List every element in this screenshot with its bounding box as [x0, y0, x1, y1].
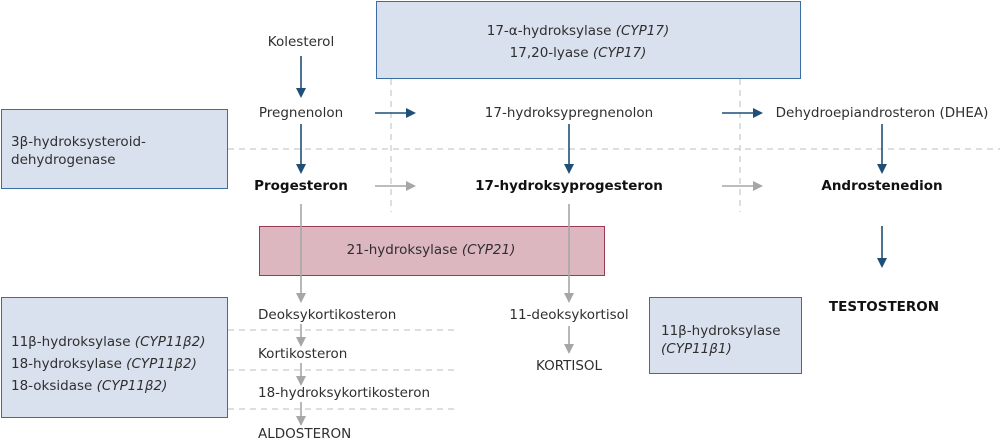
compound-androstenedion: Androstenedion — [821, 178, 943, 194]
compound-pregnenolon: Pregnenolon — [258, 105, 344, 121]
compound-17oh-pregnenolon: 17-hydroksypregnenolon — [484, 105, 654, 121]
compound-testosteron: TESTOSTERON — [828, 299, 940, 315]
cyp21-enzyme-box — [259, 226, 605, 276]
compound-kortisol: KORTISOL — [535, 358, 603, 374]
cyp17-line1: 17-α-hydroksylase (CYP17) — [486, 23, 670, 39]
cyp17-line2: 17,20-lyase (CYP17) — [509, 45, 647, 61]
cyp17-enzyme-box — [376, 1, 801, 79]
cyp11b2-enzyme-box — [1, 297, 228, 418]
compound-11-deoksykortisol: 11-deoksykortisol — [509, 307, 629, 323]
cyp11b1-enzyme-box — [649, 297, 802, 374]
cyp21-label: 21-hydroksylase (CYP21) — [346, 242, 516, 258]
hsd3b-line1: 3β-hydroksysteroid- — [11, 134, 146, 150]
compound-aldosteron: ALDOSTERON — [258, 426, 352, 442]
compound-kortikosteron: Kortikosteron — [258, 346, 348, 362]
cyp11b1-line2: (CYP11β1) — [661, 341, 732, 357]
compound-17oh-progesteron: 17-hydroksyprogesteron — [475, 178, 663, 194]
hsd3b-enzyme-box — [1, 109, 228, 189]
compound-deoksykortikosteron: Deoksykortikosteron — [258, 307, 397, 323]
compound-dhea: Dehydroepiandrosteron (DHEA) — [775, 105, 989, 121]
compound-kolesterol: Kolesterol — [267, 34, 335, 50]
cyp11b1-line1: 11β-hydroksylase — [661, 323, 781, 339]
hsd3b-line2: dehydrogenase — [11, 152, 116, 168]
compound-progesteron: Progesteron — [254, 178, 348, 194]
cyp11b2-line3: 18-oksidase (CYP11β2) — [11, 378, 168, 394]
cyp11b2-line2: 18-hydroksylase (CYP11β2) — [11, 356, 197, 372]
cyp11b2-line1: 11β-hydroksylase (CYP11β2) — [11, 334, 206, 350]
compound-18oh-kortikosteron: 18-hydroksykortikosteron — [258, 385, 431, 401]
